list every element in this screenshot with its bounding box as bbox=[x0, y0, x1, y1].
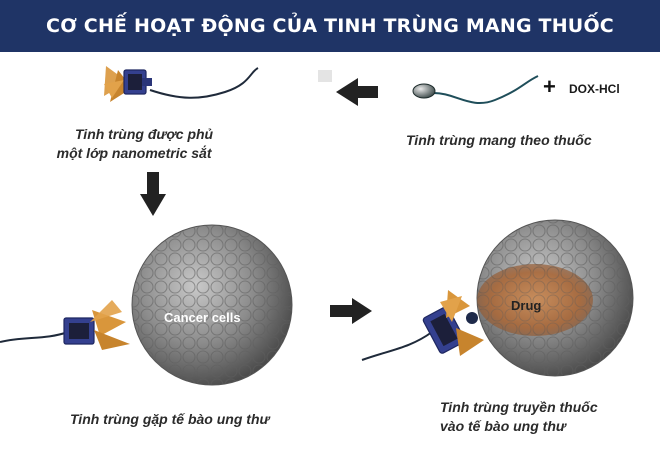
drug-label: Drug bbox=[511, 298, 541, 313]
caption-step2-line1: Tinh trùng được phủ bbox=[75, 125, 213, 144]
plus-sign: + bbox=[543, 74, 556, 100]
iron-coated-sperm-icon bbox=[362, 290, 484, 360]
cancer-cell-icon bbox=[132, 225, 292, 385]
iron-coated-sperm-icon bbox=[0, 300, 130, 350]
caption-step3: Tinh trùng gặp tế bào ung thư bbox=[70, 410, 270, 429]
sperm-icon bbox=[413, 76, 538, 103]
caption-step1: Tinh trùng mang theo thuốc bbox=[406, 131, 592, 150]
arrow-right-icon bbox=[330, 298, 372, 324]
caption-step1-text: Tinh trùng mang theo thuốc bbox=[406, 131, 592, 150]
caption-step2-line2: một lớp nanometric sắt bbox=[55, 144, 213, 163]
drug-label-dox: DOX-HCl bbox=[569, 82, 620, 96]
caption-step4: Tinh trùng truyền thuốc vào tế bào ung t… bbox=[440, 398, 598, 436]
caption-step2: Tinh trùng được phủ một lớp nanometric s… bbox=[75, 125, 213, 163]
cancer-cell-icon bbox=[477, 220, 633, 376]
arrow-left-icon bbox=[318, 70, 378, 106]
caption-step4-line2: vào tế bào ung thư bbox=[440, 417, 598, 436]
caption-step3-text: Tinh trùng gặp tế bào ung thư bbox=[70, 410, 270, 429]
iron-coated-sperm-icon bbox=[104, 66, 258, 102]
cancer-cells-label: Cancer cells bbox=[164, 310, 241, 325]
arrow-down-icon bbox=[140, 172, 166, 216]
caption-step4-line1: Tinh trùng truyền thuốc bbox=[440, 398, 598, 417]
